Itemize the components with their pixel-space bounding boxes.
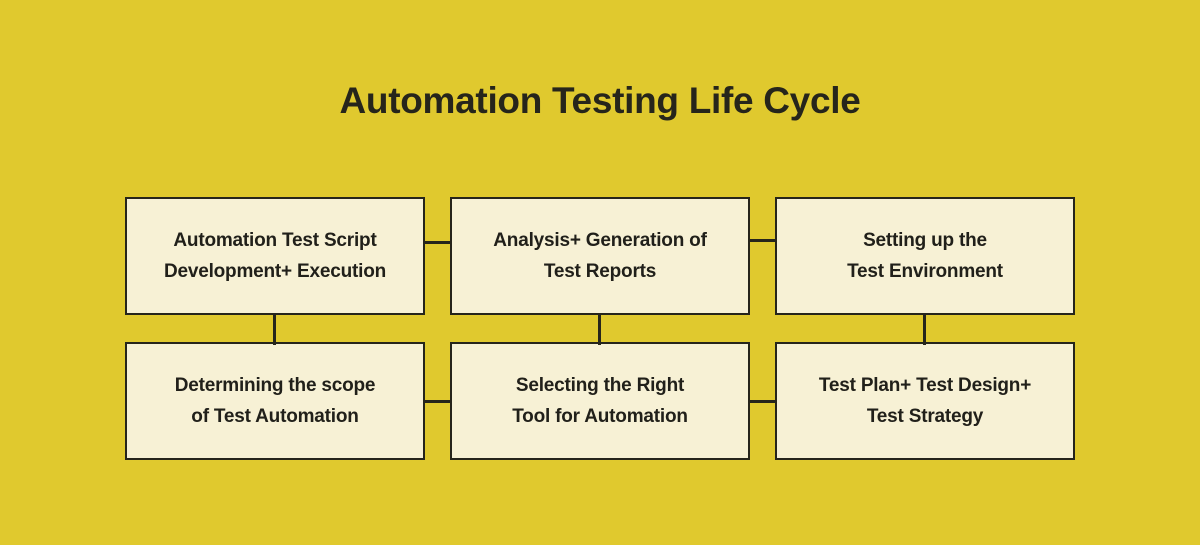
- connector-node3-node6: [923, 314, 926, 345]
- node-text-line: of Test Automation: [191, 406, 359, 427]
- node-text-line: Test Environment: [847, 261, 1003, 282]
- node-text-line: Test Strategy: [866, 406, 984, 427]
- node-selecting-the-right-tool-for-automation: Selecting the Right Tool for Automation: [450, 342, 750, 460]
- node-text-line: Selecting the Right: [515, 375, 685, 396]
- connector-node2-node5: [598, 314, 601, 345]
- node-test-plan-test-design-test-strategy: Test Plan+ Test Design+ Test Strategy: [775, 342, 1075, 460]
- node-text-line: Determining the scope: [174, 375, 376, 396]
- node-text-line: Development+ Execution: [163, 261, 387, 282]
- node-text-line: Setting up the: [863, 230, 987, 251]
- node-text-line: Automation Test Script: [173, 230, 377, 251]
- node-determining-the-scope-of-test-automation: Determining the scope of Test Automation: [125, 342, 425, 460]
- node-analysis-generation-of-test-reports: Analysis+ Generation of Test Reports: [450, 197, 750, 315]
- diagram-title: Automation Testing Life Cycle: [339, 80, 861, 121]
- connector-node1-node2: [423, 241, 452, 244]
- node-setting-up-the-test-environment: Setting up the Test Environment: [775, 197, 1075, 315]
- node-text-line: Test Plan+ Test Design+: [818, 375, 1032, 396]
- connector-node5-node6: [748, 400, 777, 403]
- connector-node2-node3: [748, 239, 777, 242]
- node-text-line: Test Reports: [543, 261, 657, 282]
- node-text-line: Tool for Automation: [512, 406, 688, 427]
- connector-node4-node5: [423, 400, 452, 403]
- node-text-line: Analysis+ Generation of: [493, 230, 707, 251]
- connector-node1-node4: [273, 314, 276, 345]
- node-automation-test-script-development-execution: Automation Test Script Development+ Exec…: [125, 197, 425, 315]
